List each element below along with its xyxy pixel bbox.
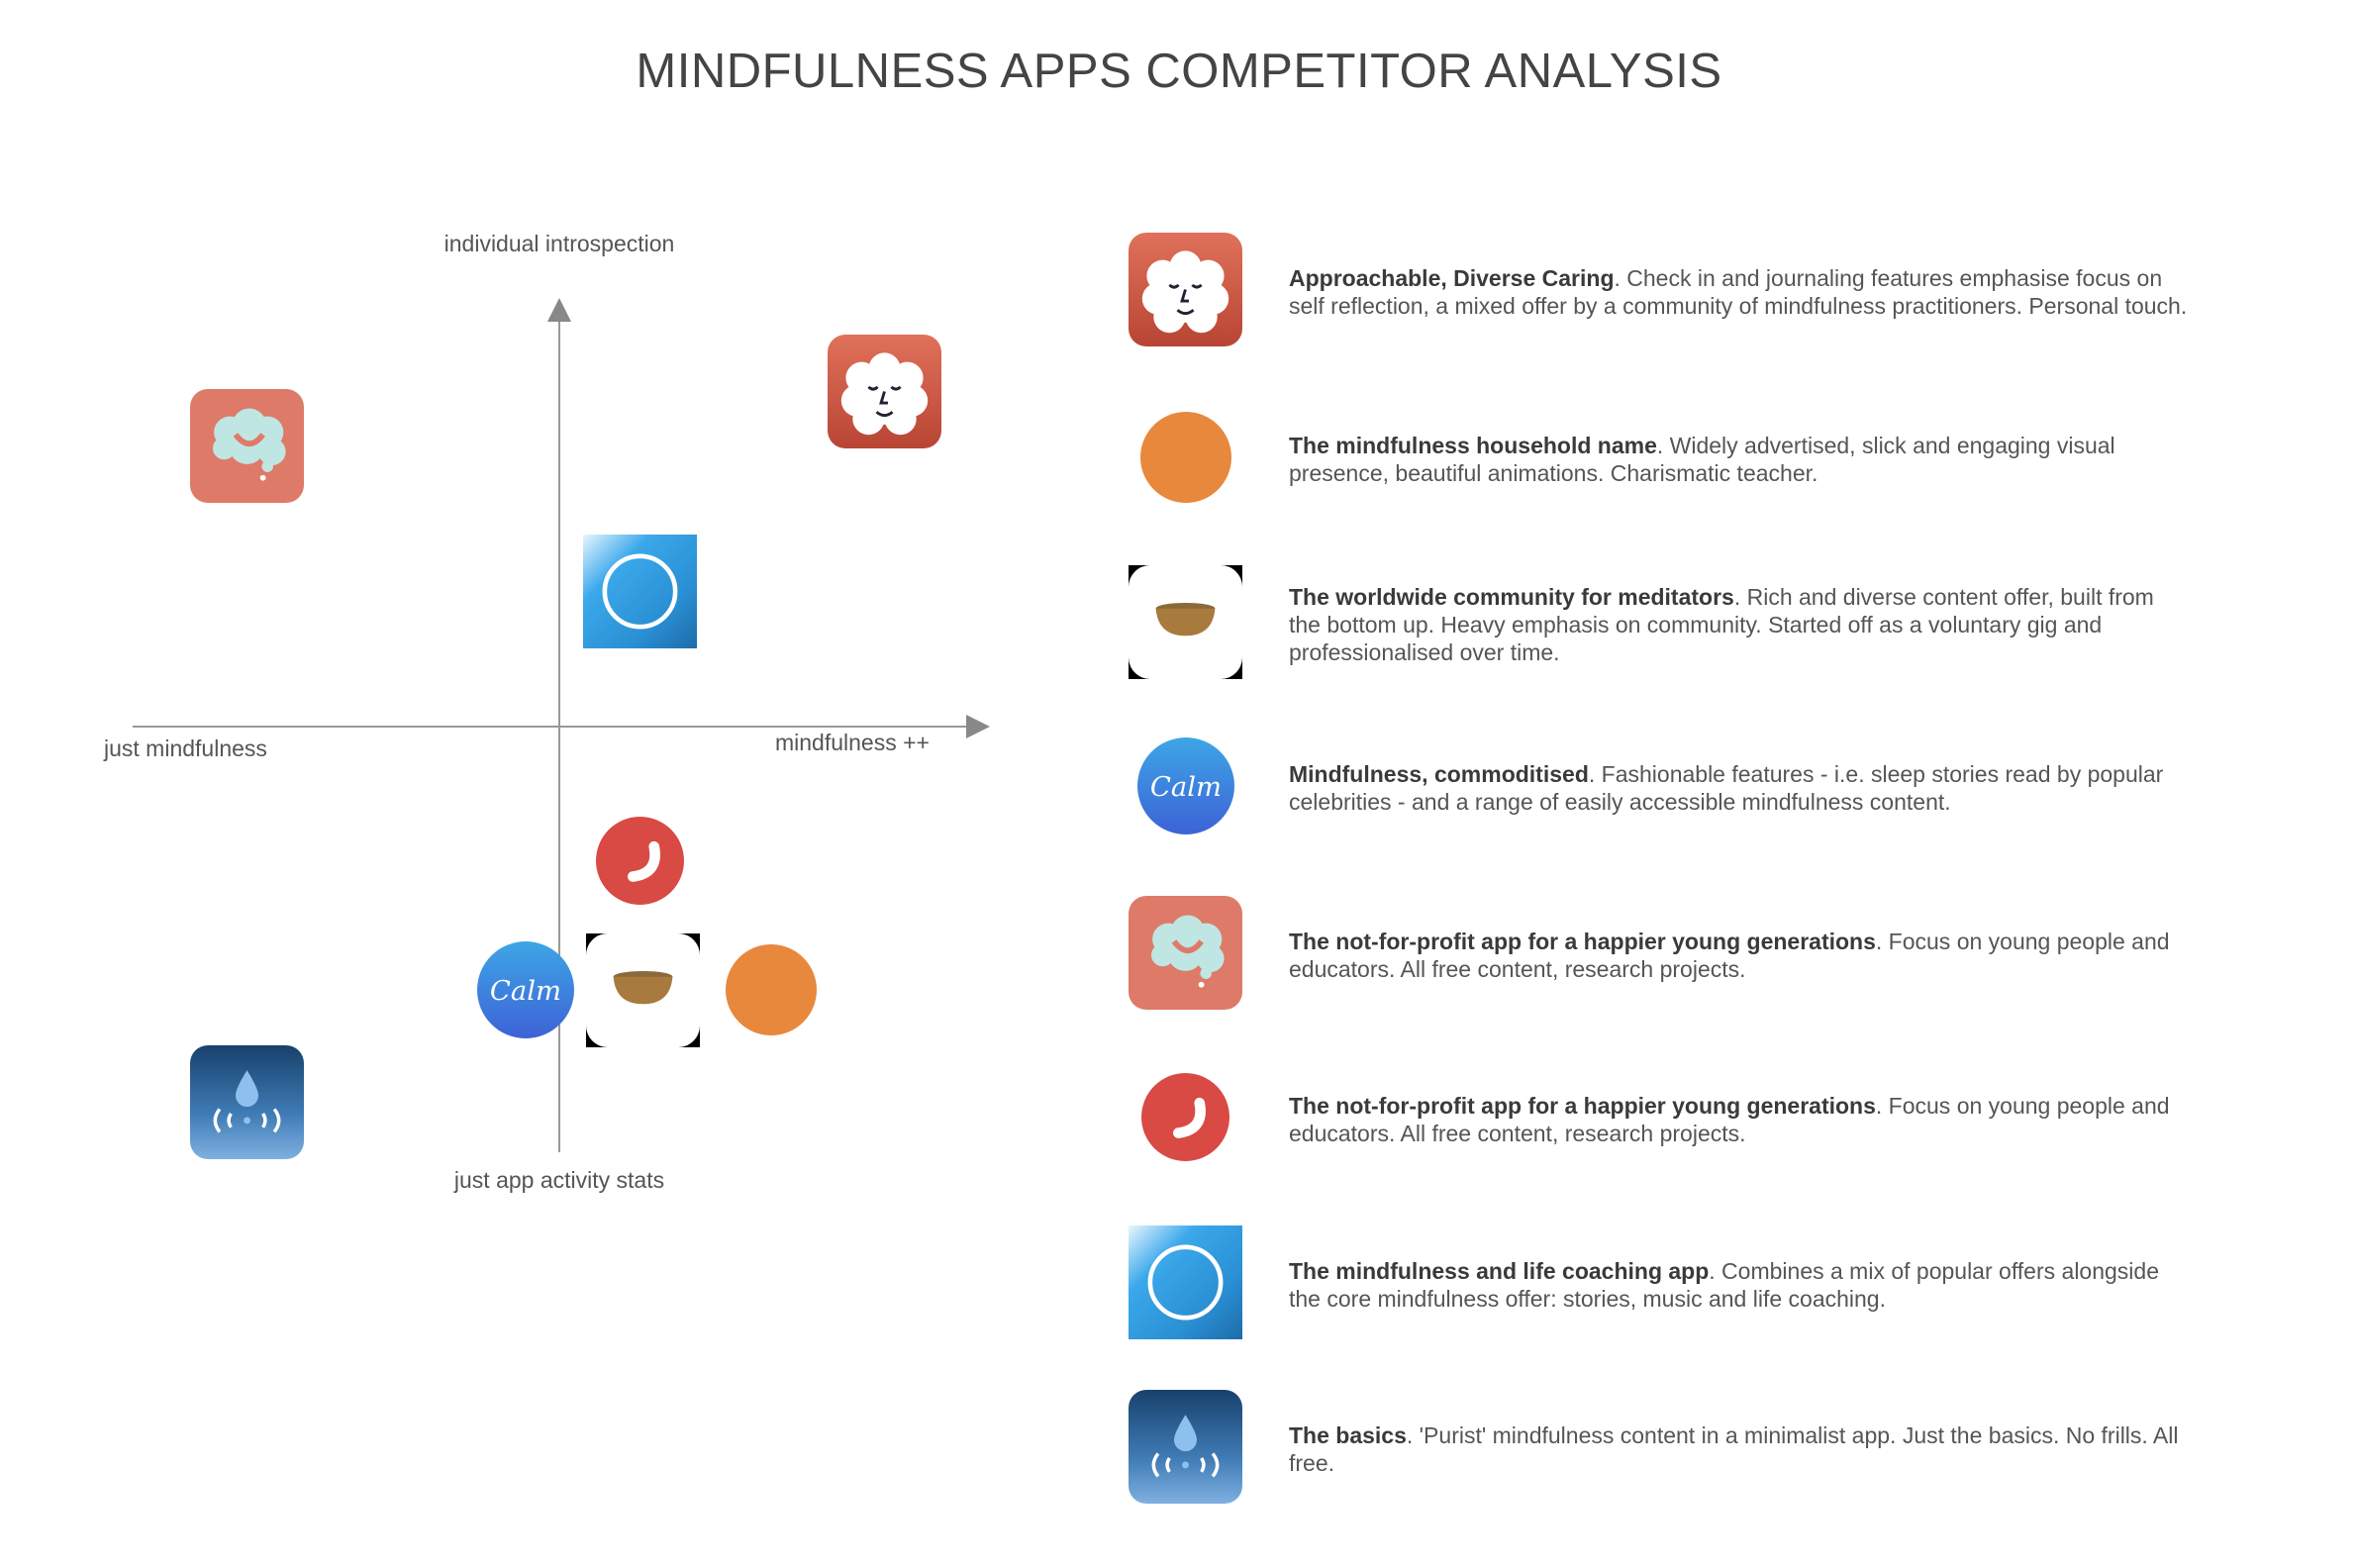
smiling-brain-icon xyxy=(190,389,304,503)
axis-label-left: just mindfulness xyxy=(104,735,267,761)
list-item: The not-for-profit app for a happier you… xyxy=(1129,896,2217,1015)
water-drop-icon xyxy=(190,1045,304,1159)
red-smile-circle-icon xyxy=(1141,1073,1229,1161)
list-item-icon-wrap xyxy=(1129,233,1242,346)
list-item-heading: Approachable, Diverse Caring xyxy=(1289,265,1615,291)
axis-label-top: individual introspection xyxy=(443,231,675,256)
list-item-description: The mindfulness and life coaching app. C… xyxy=(1289,1257,2190,1313)
list-item-description: The basics. 'Purist' mindfulness content… xyxy=(1289,1421,2190,1477)
red-smile-circle-icon xyxy=(596,817,684,905)
list-item-heading: The basics xyxy=(1289,1422,1407,1448)
list-item-text: . Focus on young people and educators. A… xyxy=(1289,929,2170,982)
list-item: Approachable, Diverse Caring. Check in a… xyxy=(1129,233,2217,351)
list-item-text: . Combines a mix of popular offers along… xyxy=(1289,1258,2159,1312)
svg-text:Calm: Calm xyxy=(490,976,561,1007)
list-item-text: . Fashionable features - i.e. sleep stor… xyxy=(1289,761,2164,815)
blue-ring-icon xyxy=(1129,1225,1242,1339)
list-item-icon-wrap xyxy=(1129,1390,1242,1504)
list-item-heading: The not-for-profit app for a happier you… xyxy=(1289,1093,1876,1119)
singing-bowl-icon xyxy=(586,933,700,1047)
list-item-description: The not-for-profit app for a happier you… xyxy=(1289,928,2190,983)
list-item-heading: The mindfulness household name xyxy=(1289,433,1657,458)
list-item: The mindfulness household name. Widely a… xyxy=(1129,400,2217,519)
list-item-heading: The not-for-profit app for a happier you… xyxy=(1289,929,1876,954)
calm-logo-icon: Calm xyxy=(1136,736,1234,834)
list-item-icon-wrap xyxy=(1129,400,1242,514)
list-item: The not-for-profit app for a happier you… xyxy=(1129,1060,2217,1179)
list-item-icon-wrap: Calm xyxy=(1129,729,1242,842)
list-item-text: . Check in and journaling features empha… xyxy=(1289,265,2188,319)
list-item-description: The worldwide community for meditators. … xyxy=(1289,583,2190,666)
singing-bowl-icon xyxy=(1129,565,1242,679)
list-item-text: . Widely advertised, slick and engaging … xyxy=(1289,433,2115,486)
list-item: The mindfulness and life coaching app. C… xyxy=(1129,1225,2217,1344)
list-item-icon-wrap xyxy=(1129,1225,1242,1339)
calm-logo-icon: Calm xyxy=(477,941,574,1038)
orange-circle-icon xyxy=(1139,411,1231,503)
blue-ring-icon xyxy=(583,535,697,648)
list-item-text: . Rich and diverse content offer, built … xyxy=(1289,584,2154,665)
smiling-brain-icon xyxy=(1129,896,1242,1010)
water-drop-icon xyxy=(1129,1390,1242,1504)
list-item-description: Approachable, Diverse Caring. Check in a… xyxy=(1289,264,2190,320)
list-item-description: The not-for-profit app for a happier you… xyxy=(1289,1092,2190,1147)
list-item-icon-wrap xyxy=(1129,1060,1242,1174)
list-item: The worldwide community for meditators. … xyxy=(1129,565,2217,684)
list-item-text: . 'Purist' mindfulness content in a mini… xyxy=(1289,1422,2179,1476)
list-item-icon-wrap xyxy=(1129,896,1242,1010)
cloud-face-icon xyxy=(828,335,941,448)
cloud-face-icon xyxy=(1129,233,1242,346)
list-item: Calm Mindfulness, commoditised. Fashiona… xyxy=(1129,729,2217,847)
list-item-heading: The worldwide community for meditators xyxy=(1289,584,1734,610)
list-item-heading: Mindfulness, commoditised xyxy=(1289,761,1589,787)
list-item-text: . Focus on young people and educators. A… xyxy=(1289,1093,2170,1146)
svg-text:Calm: Calm xyxy=(1149,771,1221,802)
list-item-description: Mindfulness, commoditised. Fashionable f… xyxy=(1289,760,2190,816)
list-item-description: The mindfulness household name. Widely a… xyxy=(1289,432,2190,487)
list-item-icon-wrap xyxy=(1129,565,1242,679)
list-item: The basics. 'Purist' mindfulness content… xyxy=(1129,1390,2217,1509)
axis-label-right: mindfulness ++ xyxy=(775,730,930,755)
axis-label-bottom: just app activity stats xyxy=(453,1167,665,1193)
orange-circle-icon xyxy=(726,944,817,1035)
list-item-heading: The mindfulness and life coaching app xyxy=(1289,1258,1710,1284)
page-title: MINDFULNESS APPS COMPETITOR ANALYSIS xyxy=(636,45,1722,98)
